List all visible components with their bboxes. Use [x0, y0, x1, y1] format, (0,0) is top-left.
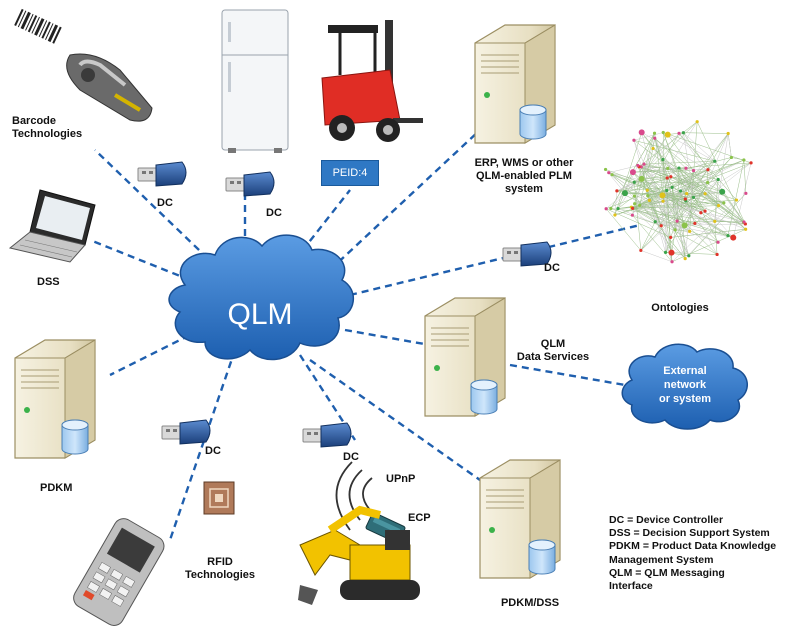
pdkm-server-icon: [14, 339, 96, 459]
link-dss: [89, 238, 191, 282]
dc-label: DC: [157, 197, 173, 209]
erp-label: ERP, WMS or other QLM-enabled PLM system: [474, 157, 574, 195]
legend-line: Interface: [609, 580, 653, 593]
legend: DC = Device Controller DSS = Decision Su…: [609, 514, 799, 593]
external-network-label: External network or system: [659, 365, 711, 405]
link-ontologies: [349, 223, 641, 297]
ontology-graph-icon: [603, 120, 753, 264]
legend-line: Management System: [609, 553, 714, 566]
ecp-label: ECP: [408, 512, 431, 524]
pdkm-dss-server-icon: [479, 459, 561, 579]
device-controller-icon: [161, 419, 211, 445]
dc-label: DC: [343, 451, 359, 463]
refrigerator-icon: [221, 9, 289, 153]
dc-label: DC: [205, 445, 221, 457]
device-controller-icon: [225, 171, 275, 197]
laptop-icon: [8, 189, 96, 263]
legend-line: DC = Device Controller: [609, 514, 724, 526]
external-network-cloud: [621, 343, 748, 430]
pdkm-dss-label: PDKM/DSS: [500, 597, 560, 609]
barcode-label: Barcode Technologies: [12, 115, 83, 140]
rfid-tag-icon: [203, 481, 235, 515]
rfid-handheld-icon: [73, 518, 165, 626]
qlm-cloud: [168, 234, 354, 361]
qlm-data-services-server-icon: [424, 297, 506, 417]
peid-badge: PEID:4: [321, 160, 379, 186]
forklift-icon: [321, 20, 423, 142]
legend-line: QLM = QLM Messaging: [609, 566, 725, 579]
qlm-data-services-label: QLM Data Services: [516, 338, 590, 363]
legend-line: PDKM = Product Data Knowledge: [609, 540, 777, 553]
upnp-label: UPnP: [386, 473, 416, 485]
dc-label: DC: [544, 262, 560, 274]
dss-label: DSS: [37, 276, 60, 288]
ontologies-label: Ontologies: [651, 302, 709, 314]
dc-label: DC: [266, 207, 282, 219]
link-pdkm-dss: [309, 359, 481, 481]
device-controller-icon: [137, 161, 187, 187]
barcode-scanner-icon: [12, 8, 153, 122]
erp-server-icon: [474, 24, 556, 144]
rfid-label: RFID Technologies: [184, 556, 256, 581]
excavator-icon: [298, 505, 420, 605]
link-rfid: [168, 349, 237, 541]
link-qlm-data-services: [344, 328, 431, 347]
link-external: [509, 363, 626, 387]
qlm-hub-label: QLM: [227, 298, 293, 331]
device-controller-icon: [302, 422, 352, 448]
legend-line: DSS = Decision Support System: [609, 527, 770, 540]
pdkm-label: PDKM: [40, 482, 73, 494]
link-erp: [329, 129, 481, 271]
